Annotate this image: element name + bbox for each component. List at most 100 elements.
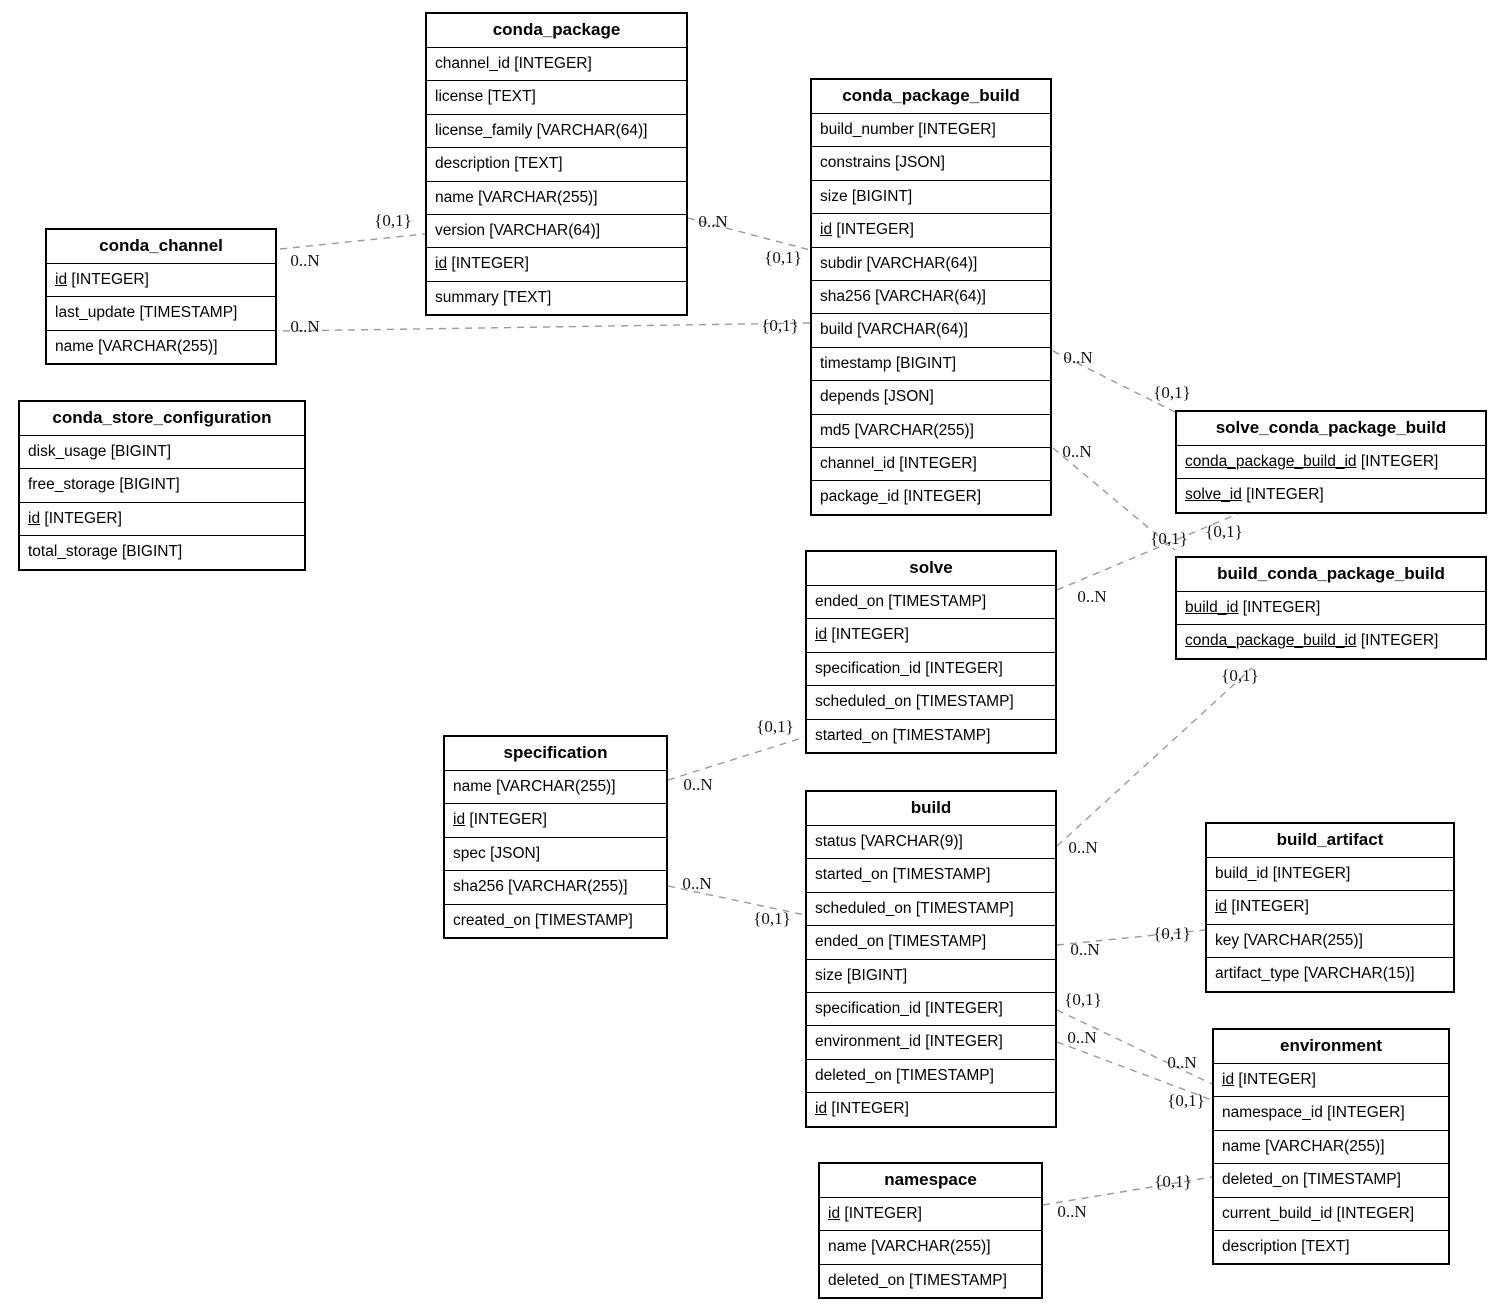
cardinality-label: {0,1} (1167, 1091, 1205, 1110)
field-type: [JSON] (894, 154, 945, 172)
field-type: [TEXT] (1301, 1237, 1350, 1255)
field-type: [BIGINT] (851, 187, 913, 205)
entity-field-row: ended_on [TIMESTAMP] (807, 585, 1055, 618)
field-type: [INTEGER] (1272, 865, 1351, 882)
entity-field-row: started_on [TIMESTAMP] (807, 718, 1055, 752)
field-type: [VARCHAR(255)] (478, 188, 598, 206)
entity-field-row: license [TEXT] (427, 80, 686, 113)
cardinality-label: {0,1} (374, 211, 412, 230)
entity-field-row: deleted_on [TIMESTAMP] (807, 1058, 1055, 1092)
cardinality-label: {0,1} (761, 316, 799, 335)
relationship-line-build-build_conda_package_build (1056, 667, 1253, 847)
field-type: [BIGINT] (121, 543, 183, 561)
field-name-primary-key: id (820, 221, 833, 239)
field-type: [INTEGER] (1327, 1104, 1405, 1122)
entity-field-row: spec [JSON] (445, 836, 666, 870)
entity-field-row: timestamp [BIGINT] (812, 346, 1050, 380)
field-type: [VARCHAR(64)] (857, 321, 968, 339)
entity-field-row: id [INTEGER] (47, 263, 275, 296)
cardinality-label: 0..N (698, 212, 728, 231)
entity-field-row: scheduled_on [TIMESTAMP] (807, 891, 1055, 925)
entity-field-row: build_number [INTEGER] (812, 113, 1050, 146)
field-type: [VARCHAR(64)] (489, 221, 601, 239)
field-type: [VARCHAR(255)] (854, 421, 974, 439)
field-name: scheduled_on (815, 693, 912, 711)
field-name-primary-key: id (1215, 898, 1228, 916)
entity-field-row: description [TEXT] (427, 147, 686, 180)
field-name: status (815, 833, 857, 850)
entity-field-row: id [INTEGER] (20, 501, 304, 535)
entity-field-row: disk_usage [BIGINT] (20, 435, 304, 468)
entity-field-row: deleted_on [TIMESTAMP] (820, 1263, 1041, 1297)
entity-field-row: size [BIGINT] (807, 958, 1055, 992)
entity-field-row: solve_id [INTEGER] (1177, 478, 1485, 511)
entity-field-row: namespace_id [INTEGER] (1214, 1096, 1448, 1129)
entity-title: build (910, 798, 952, 817)
cardinality-label: 0..N (1067, 1028, 1097, 1047)
field-name: constrains (820, 154, 891, 172)
cardinality-label: 0..N (1077, 587, 1107, 606)
field-name: artifact_type (1215, 965, 1300, 983)
field-name: name (1222, 1137, 1261, 1155)
field-name: size (815, 966, 843, 984)
field-name: specification_id (815, 999, 921, 1017)
field-type: [BIGINT] (846, 966, 908, 984)
field-name: name (435, 188, 474, 206)
field-type: [VARCHAR(255)] (98, 337, 218, 355)
field-name: key (1215, 931, 1240, 949)
entity-field-row: id [INTEGER] (445, 803, 666, 836)
field-name-primary-key: id (1222, 1071, 1235, 1088)
field-name: channel_id (820, 454, 895, 472)
field-type: [INTEGER] (925, 999, 1003, 1017)
field-name: total_storage (28, 543, 118, 561)
field-name: namespace_id (1222, 1104, 1323, 1122)
entity-title: namespace (884, 1170, 977, 1189)
field-name-primary-key: id (453, 811, 466, 829)
field-type: [TIMESTAMP] (909, 1271, 1007, 1289)
field-name: deleted_on (828, 1271, 905, 1289)
entity-field-row: name [VARCHAR(255)] (47, 329, 275, 363)
field-name-primary-key: id (28, 509, 41, 527)
entity-title: conda_package_build (842, 86, 1020, 105)
field-name-primary-key: conda_package_build_id (1185, 453, 1357, 470)
entity-field-row: id [INTEGER] (820, 1197, 1041, 1230)
entity-field-row: scheduled_on [TIMESTAMP] (807, 685, 1055, 718)
entity-field-row: size [BIGINT] (812, 179, 1050, 213)
field-name: size (820, 187, 848, 205)
field-type: [TIMESTAMP] (534, 911, 633, 929)
cardinality-label: {0,1} (1221, 666, 1259, 685)
relationship-line-conda_channel-conda_package_build (282, 322, 811, 332)
field-name-primary-key: build_id (1185, 599, 1239, 616)
entity-field-row: build_id [INTEGER] (1177, 591, 1485, 624)
field-name-primary-key: id (435, 255, 448, 273)
entity-field-row: subdir [VARCHAR(64)] (812, 246, 1050, 280)
field-type: [INTEGER] (1360, 632, 1439, 650)
field-type: [TIMESTAMP] (139, 304, 238, 322)
cardinality-label: {0,1} (1064, 990, 1102, 1009)
field-type: [TIMESTAMP] (915, 899, 1014, 917)
field-type: [VARCHAR(64)] (866, 254, 978, 272)
entity-field-row: description [TEXT] (1214, 1229, 1448, 1263)
field-type: [BIGINT] (895, 354, 957, 372)
entity-title: solve_conda_package_build (1215, 418, 1447, 437)
field-name: spec (453, 844, 486, 862)
field-name: started_on (815, 726, 889, 744)
field-name-primary-key: conda_package_build_id (1185, 632, 1357, 650)
entity-field-row: id [INTEGER] (807, 618, 1055, 651)
field-name: build_number (820, 121, 914, 138)
entity-field-row: build_id [INTEGER] (1207, 857, 1453, 890)
cardinality-label: 0..N (1167, 1053, 1197, 1072)
relationship-line-specification-solve (667, 736, 806, 781)
field-type: [INTEGER] (844, 1205, 922, 1222)
entity-title: build_artifact (1276, 830, 1384, 849)
entity-field-row: conda_package_build_id [INTEGER] (1177, 445, 1485, 478)
entity-field-row: current_build_id [INTEGER] (1214, 1196, 1448, 1230)
field-type: [TEXT] (514, 155, 563, 173)
entity-solve_conda_package_build: solve_conda_package_build conda_package_b… (1175, 410, 1487, 514)
cardinality-label: 0..N (1070, 940, 1100, 959)
